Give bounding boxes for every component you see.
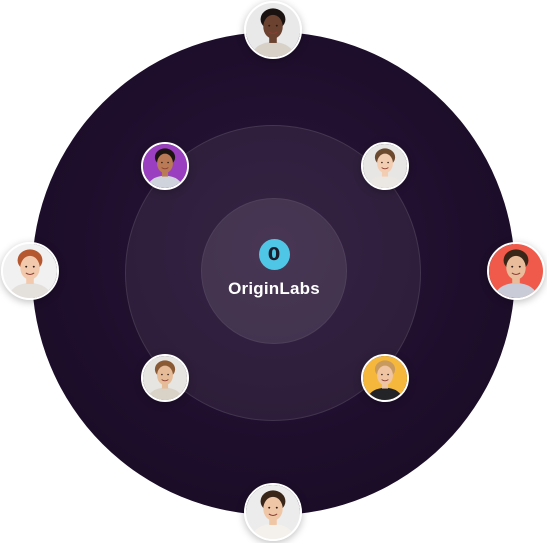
avatar-inner-bottom-right <box>361 354 409 402</box>
portrait-icon <box>246 3 300 57</box>
portrait-icon <box>489 244 543 298</box>
avatar-left <box>1 242 59 300</box>
portrait-icon <box>143 144 187 188</box>
brand-name: OriginLabs <box>228 279 320 298</box>
brand-center: 0 OriginLabs <box>201 198 347 344</box>
avatar-right <box>487 242 545 300</box>
portrait-icon <box>143 356 187 400</box>
avatar-bottom <box>244 483 302 541</box>
inner-ring <box>201 198 347 344</box>
avatar-top <box>244 1 302 59</box>
portrait-icon <box>3 244 57 298</box>
avatar-inner-top-right <box>361 142 409 190</box>
brand-logo-icon: 0 <box>258 239 290 270</box>
avatar-inner-bottom-left <box>141 354 189 402</box>
portrait-icon <box>363 356 407 400</box>
avatar-inner-top-left <box>141 142 189 190</box>
portrait-icon <box>246 485 300 539</box>
portrait-icon <box>363 144 407 188</box>
brand-logo-letter: 0 <box>267 243 281 265</box>
